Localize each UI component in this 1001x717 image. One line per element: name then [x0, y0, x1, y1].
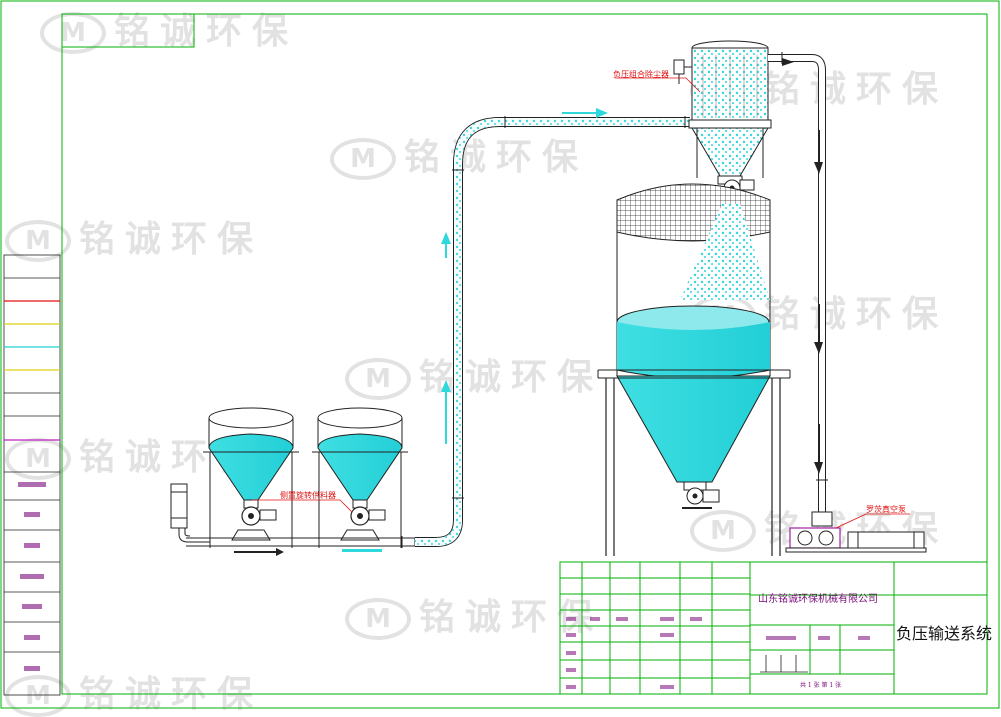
roots-vacuum-pump: [785, 511, 927, 553]
conveying-pipe-riser: [415, 116, 690, 547]
title-block-black-ticks: [760, 655, 808, 673]
vacuum-flow-arrows: [814, 130, 823, 474]
air-flow-arrows-bottom: [234, 548, 284, 556]
title-block-grid: [559, 561, 988, 695]
revision-strip: [3, 254, 61, 696]
feed-hopper-2: [312, 407, 408, 548]
material-flow-arrows: [342, 108, 608, 552]
company-name: 山东铭诚环保机械有限公司: [758, 594, 878, 605]
roots-pump-label: 罗茨真空泵: [866, 505, 906, 514]
feed-hopper-1: [203, 407, 299, 548]
corner-box: [61, 13, 195, 48]
drawing-title: 负压输送系统: [896, 624, 993, 643]
dust-collector-label: 负压组合除尘器: [613, 70, 669, 79]
dust-collector: [673, 40, 828, 512]
conveying-pipe-bottom: [186, 536, 416, 548]
air-inlet-filter: [170, 483, 210, 543]
inner-frame: [61, 13, 988, 695]
label-leaders: [252, 77, 910, 529]
sheet-info: 共 1 张 第 1 张: [800, 682, 842, 689]
title-block-marks: [566, 617, 870, 689]
storage-silo: [597, 183, 791, 556]
rotary-feeder-label: 侧置旋转供料器: [280, 491, 336, 500]
